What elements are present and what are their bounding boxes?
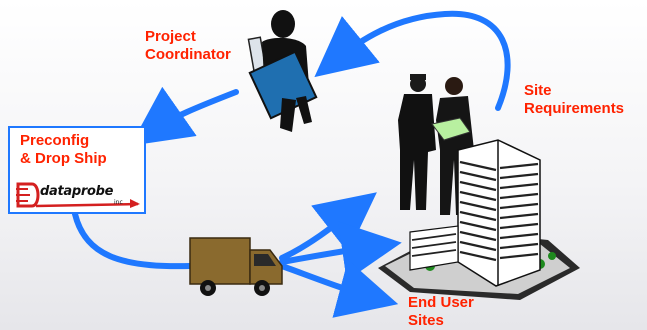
preconfig-drop-ship-box: Preconfig & Drop Ship dataprobe inc	[8, 126, 146, 214]
preconfig-label-line-2: & Drop Ship	[20, 150, 107, 167]
project-coordinator-line-2: Coordinator	[145, 46, 231, 63]
arrow-van-to-site-3	[279, 259, 399, 318]
end-user-sites-label: End User Sites	[408, 294, 474, 330]
arrow-van-to-site-2	[279, 221, 402, 281]
site-requirements-line-1: Site	[524, 82, 552, 99]
logo-name: dataprobe	[40, 184, 114, 199]
end-user-sites-line-1: End User	[408, 294, 474, 311]
logo-suffix: inc	[114, 199, 123, 206]
delivery-van-icon	[189, 237, 283, 296]
preconfig-label: Preconfig & Drop Ship	[20, 132, 107, 168]
project-coordinator-label: Project Coordinator	[145, 28, 231, 64]
dataprobe-logo: dataprobe inc	[14, 180, 142, 210]
office-building-icon	[378, 139, 580, 300]
arrow-coordinator-to-preconfig	[130, 86, 239, 146]
arrow-site-to-coordinator	[314, 10, 511, 111]
preconfig-label-line-1: Preconfig	[20, 132, 90, 149]
arrow-preconfig-to-van	[72, 211, 193, 270]
site-requirements-label: Site Requirements	[524, 82, 624, 118]
person-with-binder-icon	[247, 10, 318, 132]
project-coordinator-line-1: Project	[145, 28, 196, 45]
end-user-sites-line-2: Sites	[408, 312, 444, 329]
site-requirements-line-2: Requirements	[524, 100, 625, 117]
arrow-van-to-site-1	[279, 192, 377, 261]
